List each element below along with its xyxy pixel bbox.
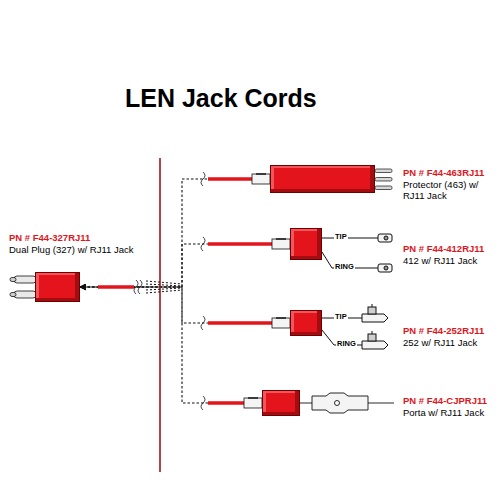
cord-connector: [80, 287, 290, 323]
dual-plug-body: PN # F44-327RJ11Dual Plug (327) w/ RJ11 …: [35, 272, 80, 302]
plug-prongs: [10, 276, 36, 298]
part-number: PN # F44-412RJ11: [403, 243, 497, 254]
wire-terminals-412: [322, 234, 392, 272]
divider-line: [159, 158, 161, 472]
spade-lugs-252: [322, 304, 388, 349]
part-number: PN # F44-CJPRJ11: [403, 395, 497, 406]
part-description: 252 w/ RJ11 Jack: [403, 337, 497, 348]
part-description: 412 w/ RJ11 Jack: [403, 255, 497, 266]
porta-connector: [300, 393, 394, 413]
signal-name: RING: [336, 340, 357, 348]
part-number: PN # F44-252RJ11: [403, 325, 497, 336]
main-cord: [98, 280, 182, 294]
cord-connector: [80, 287, 262, 403]
part-number: PN # F44-327RJ11: [9, 232, 179, 243]
branch-cords: [201, 172, 290, 410]
jack-device: PN # F44-CJPRJ11Porta w/ RJ11 Jack: [262, 390, 300, 416]
signal-name: TIP: [334, 233, 348, 241]
part-description: Porta w/ RJ11 Jack: [403, 407, 497, 418]
protector-pins: [375, 169, 392, 190]
signal-name: RING: [334, 263, 355, 271]
jack-device: PN # F44-252RJ11252 w/ RJ11 Jack: [290, 310, 322, 336]
jack-device: PN # F44-463RJ11Protector (463) w/ RJ11 …: [270, 165, 375, 193]
part-description: Dual Plug (327) w/ RJ11 Jack: [9, 244, 179, 255]
diagram-title: LEN Jack Cords: [125, 84, 317, 113]
part-description: Protector (463) w/ RJ11 Jack: [403, 179, 497, 202]
signal-name: TIP: [334, 313, 348, 321]
jack-device: PN # F44-412RJ11412 w/ RJ11 Jack: [290, 228, 322, 260]
part-number: PN # F44-463RJ11: [403, 167, 497, 178]
cord-connector: [80, 179, 270, 287]
